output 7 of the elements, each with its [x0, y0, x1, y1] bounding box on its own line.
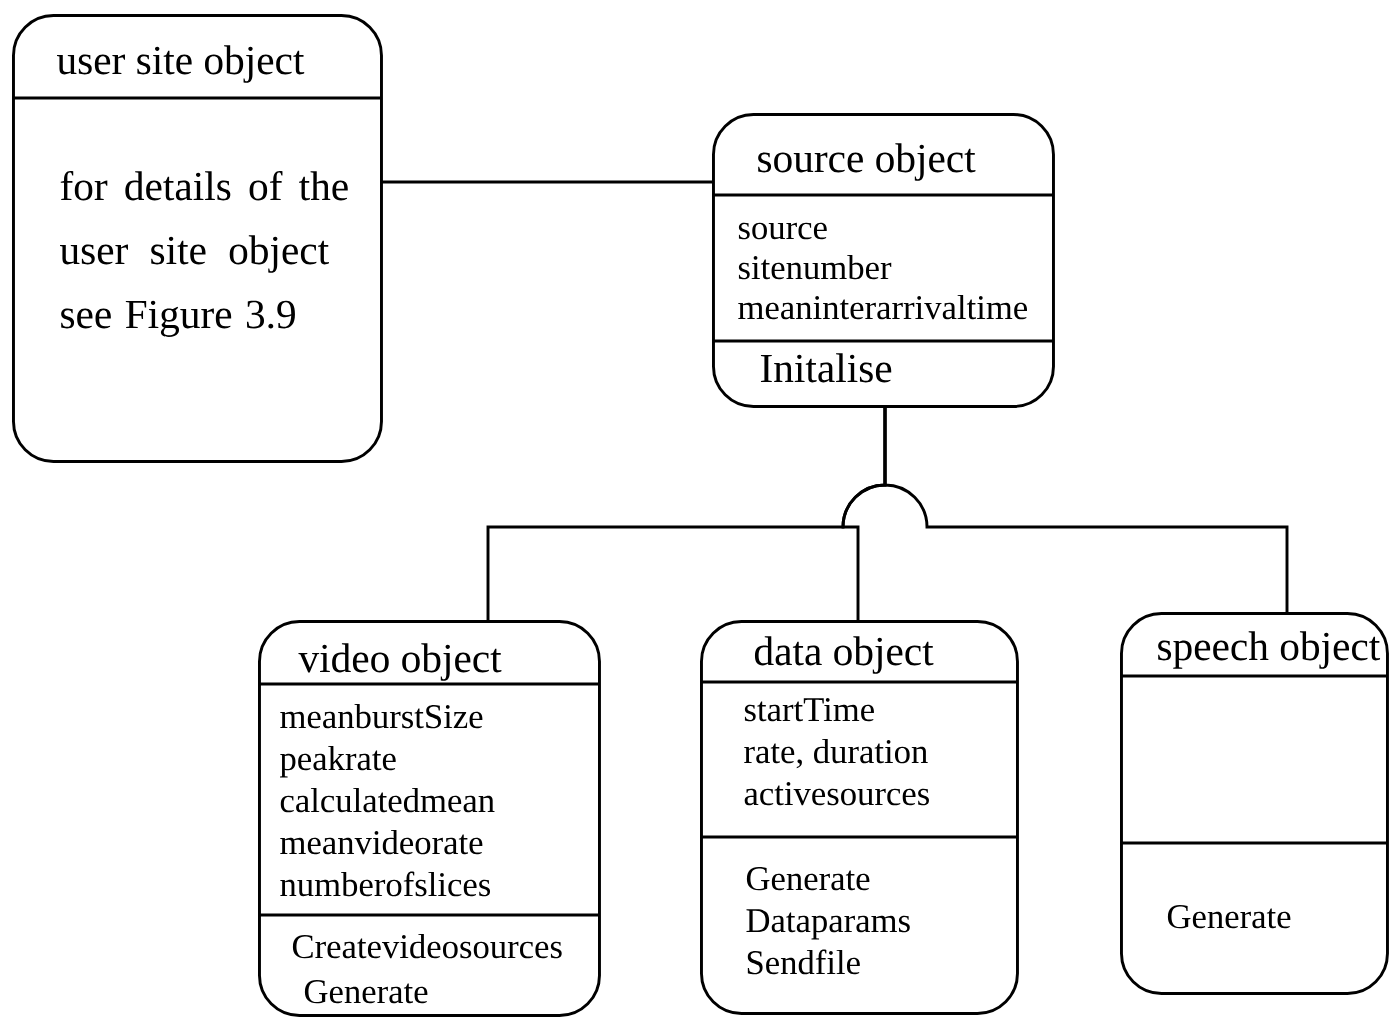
class-box: video object meanburstSize peakrate calculatedmean meanvideorate numberofslices Createvideosources Generate: [258, 620, 601, 1017]
class-box: source object source sitenumber meaninterarrivaltime Initalise: [712, 113, 1055, 408]
connector: [380, 180, 712, 184]
connector: [883, 405, 1289, 612]
class-box: data object startTime rate, duration activesources Generate Dataparams Sendfile: [700, 620, 1019, 1015]
class-box: speech object Generate: [1120, 612, 1389, 995]
class-box: user site object for details of the user site object see Figure 3.9: [12, 14, 383, 463]
